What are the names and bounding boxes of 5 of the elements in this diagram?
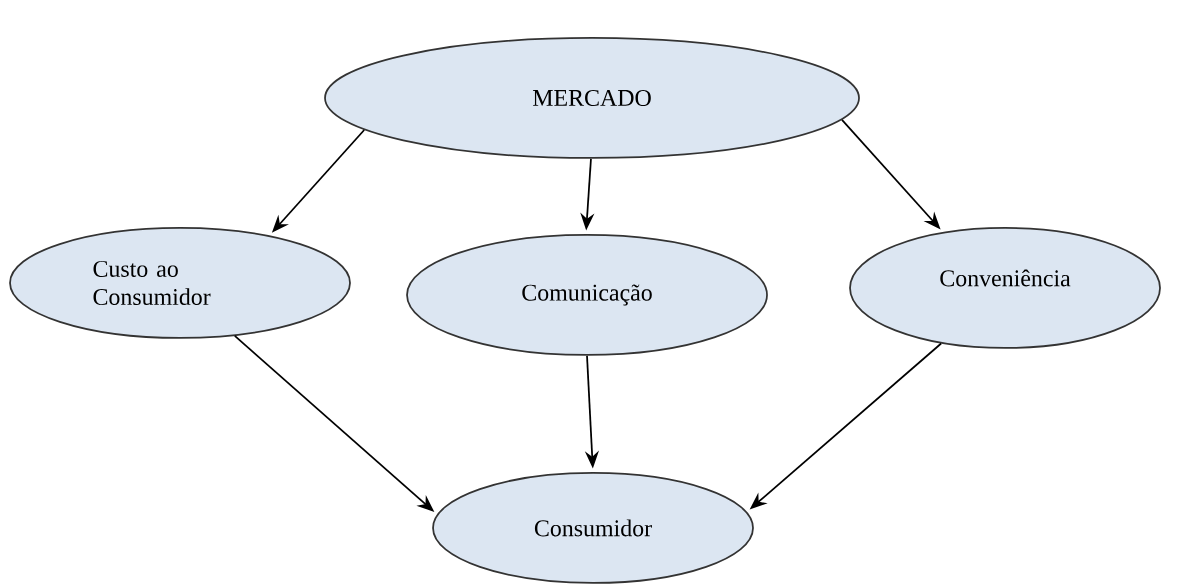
ellipse-node: Conveniência	[849, 227, 1161, 349]
ellipse-node: Comunicação	[406, 234, 768, 356]
ellipse-node: Consumidor	[432, 472, 754, 584]
ellipse-node: MERCADO	[324, 37, 860, 159]
ellipse-node: Custo ao Consumidor	[9, 227, 351, 339]
